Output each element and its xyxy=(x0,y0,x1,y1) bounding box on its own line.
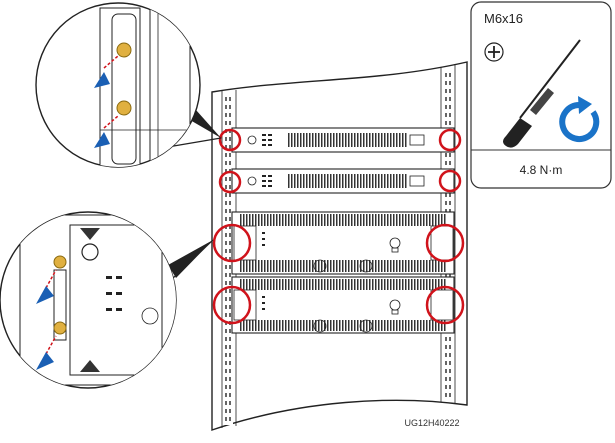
highlight-ring-upper-1u-right xyxy=(438,128,462,152)
insert-arrow-icon xyxy=(36,352,54,370)
rack-device-2u-lower xyxy=(231,276,455,334)
highlight-ring-upper-2u-left xyxy=(212,223,252,263)
zoom-callout-1u xyxy=(35,2,201,168)
screw-highlight-rings xyxy=(212,128,465,325)
rack-device-2u-upper xyxy=(231,211,455,275)
highlight-ring-lower-2u-right xyxy=(425,285,465,325)
rack-device-1u-lower xyxy=(231,168,455,194)
tool-panel: M6x16 4.8 N·m xyxy=(470,1,612,189)
insert-arrow-icon xyxy=(94,132,110,148)
screwdriver-icon xyxy=(503,39,581,148)
highlight-ring-lower-2u-left xyxy=(212,285,252,325)
figure-code: UG12H40222 xyxy=(404,418,459,428)
highlight-ring-upper-1u-left xyxy=(218,128,242,152)
highlight-ring-upper-2u-right xyxy=(425,223,465,263)
torque-value-label: 4.8 N·m xyxy=(520,163,563,177)
zoom-callout-2u xyxy=(0,211,177,389)
screw-icon xyxy=(53,321,67,335)
insert-arrow-icon xyxy=(94,72,110,88)
highlight-ring-lower-1u-left xyxy=(218,170,242,194)
screw-icon xyxy=(116,42,132,58)
phillips-screw-head-icon xyxy=(484,42,504,62)
highlight-ring-lower-1u-right xyxy=(438,169,462,193)
clockwise-rotation-icon xyxy=(559,96,600,142)
rack-device-1u-upper xyxy=(231,127,455,153)
screw-icon xyxy=(53,255,67,269)
screw-icon xyxy=(116,100,132,116)
insert-arrow-icon xyxy=(36,286,54,304)
screw-spec-label: M6x16 xyxy=(484,11,523,26)
